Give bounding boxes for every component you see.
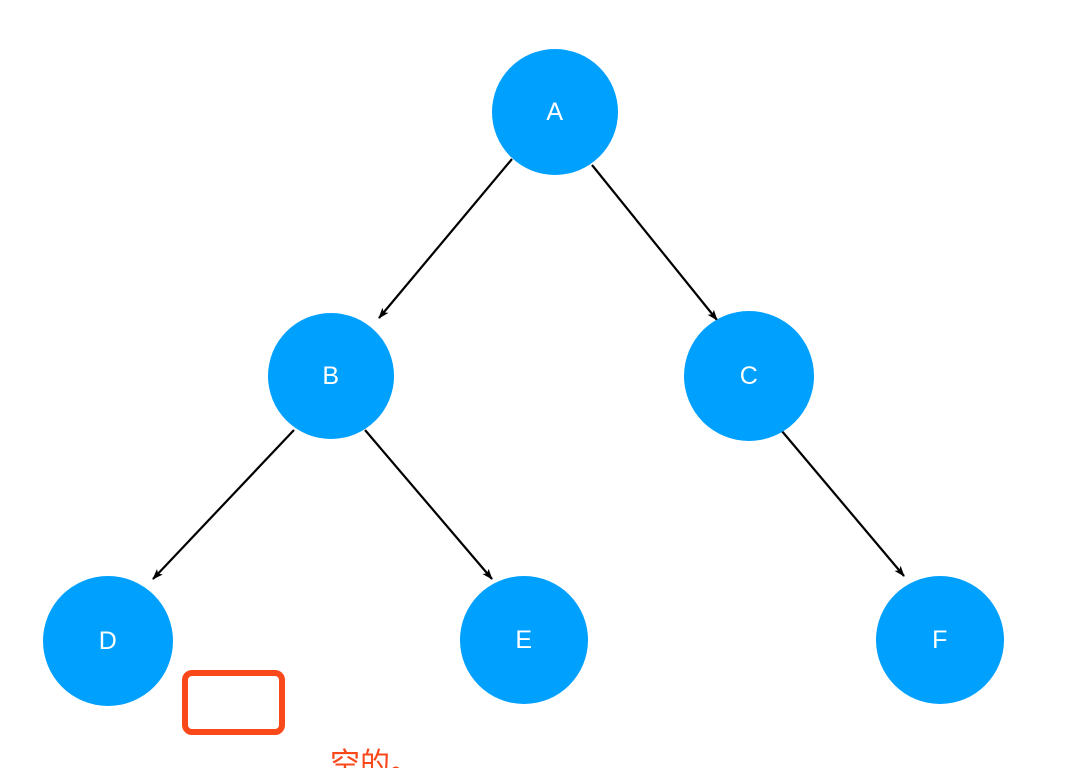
- tree-node-d-label: D: [98, 626, 118, 655]
- tree-node-b-label: B: [322, 361, 340, 390]
- tree-node-f-label: F: [932, 625, 948, 654]
- tree-node-f[interactable]: F: [876, 576, 1004, 704]
- edge-b-e: [364, 429, 493, 580]
- tree-node-e-label: E: [515, 625, 533, 654]
- edge-a-b: [378, 158, 513, 319]
- tree-node-c[interactable]: C: [684, 311, 814, 441]
- empty-subtree-placeholder-box: [182, 670, 285, 735]
- annotation-line-1: 空的。: [330, 748, 420, 768]
- tree-node-a-label: A: [546, 97, 564, 126]
- tree-node-e[interactable]: E: [460, 576, 588, 704]
- tree-node-b[interactable]: B: [268, 313, 394, 439]
- tree-node-a[interactable]: A: [492, 49, 618, 175]
- tree-node-c-label: C: [739, 361, 759, 390]
- edge-c-f: [780, 429, 905, 577]
- tree-node-d[interactable]: D: [43, 576, 173, 706]
- edge-b-d: [152, 429, 295, 580]
- annotation-note: 空的。 D也没有右子树: [330, 665, 532, 768]
- edge-a-c: [591, 164, 718, 321]
